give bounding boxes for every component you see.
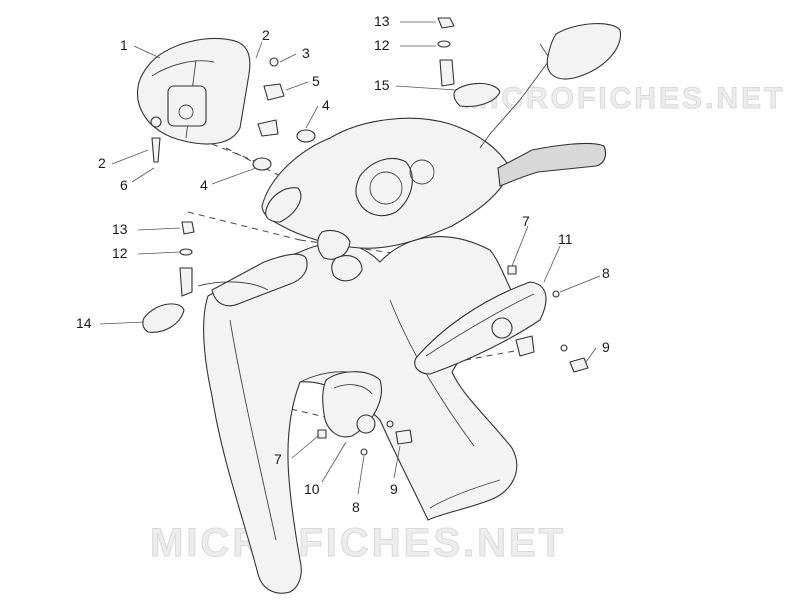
- callout-9-right: 9: [602, 339, 610, 355]
- callout-10: 10: [304, 481, 320, 497]
- callout-3: 3: [302, 45, 310, 61]
- nut-13-left: [181, 221, 195, 235]
- headset-cover: [261, 117, 511, 282]
- turn-signal-left: [317, 371, 413, 456]
- washer-12-left: [179, 248, 193, 256]
- callout-7-left: 7: [274, 451, 282, 467]
- watermark-bottom: MICROFICHES.NET: [150, 521, 566, 565]
- callout-12-top: 12: [374, 37, 390, 53]
- stud-top: [439, 59, 455, 87]
- headlight-assembly: [136, 37, 251, 145]
- callout-13-left: 13: [112, 221, 128, 237]
- callout-2-top: 2: [262, 27, 270, 43]
- nut-13-top: [437, 17, 455, 29]
- mirror-mount-top: [437, 17, 501, 108]
- callout-9-left: 9: [390, 481, 398, 497]
- mirror-mount-left: [142, 221, 195, 333]
- leader-lines: [99, 21, 601, 495]
- cover-15: [453, 82, 501, 108]
- callout-4-top: 4: [322, 97, 330, 113]
- bulb-parts: [151, 57, 316, 171]
- mirror: [479, 23, 622, 149]
- bulb-5: [263, 83, 285, 101]
- cover-14: [142, 303, 185, 333]
- turn-signal-right: [414, 265, 589, 375]
- grommet-4a: [296, 129, 316, 143]
- callout-1: 1: [120, 37, 128, 53]
- stud-left: [179, 267, 193, 297]
- callout-labels: 1 2 3 5 4 2 6 4 13 12 15 13 12 14 7 11 8…: [76, 13, 610, 515]
- callout-7-right: 7: [522, 213, 530, 229]
- callout-4-left: 4: [200, 177, 208, 193]
- bulb-holder: [257, 119, 279, 137]
- washer-12-top: [437, 40, 451, 48]
- screw-2-top: [269, 57, 279, 67]
- callout-6: 6: [120, 177, 128, 193]
- callout-8-left: 8: [352, 499, 360, 515]
- callout-12-left: 12: [112, 245, 128, 261]
- callout-2-left: 2: [98, 155, 106, 171]
- callout-14: 14: [76, 315, 92, 331]
- handlebar: [197, 142, 607, 307]
- grommet-4b: [252, 157, 272, 171]
- callout-11: 11: [558, 231, 573, 247]
- callout-13-top: 13: [374, 13, 390, 29]
- callout-5: 5: [312, 73, 320, 89]
- callout-15: 15: [374, 77, 390, 93]
- callout-8-right: 8: [602, 265, 610, 281]
- screw-6: [151, 137, 161, 163]
- watermark-top: MICROFICHES.NET: [462, 82, 785, 115]
